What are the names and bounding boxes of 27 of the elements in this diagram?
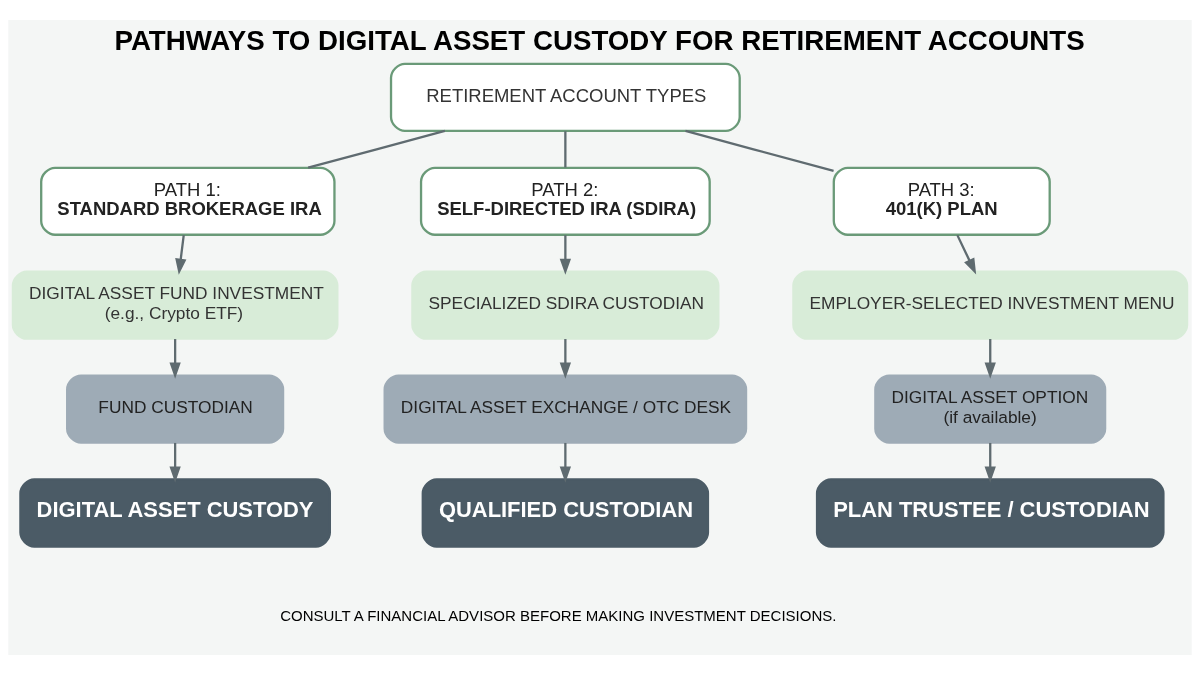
- node-box: DIGITAL ASSET EXCHANGE / OTC DESK: [383, 374, 748, 444]
- arrow: [175, 235, 187, 275]
- node-box: PATH 1: STANDARD BROKERAGE IRA: [40, 166, 336, 236]
- arrow: [559, 442, 572, 483]
- node-box: QUALIFIED CUSTODIAN: [421, 478, 710, 548]
- node-box: DIGITAL ASSET OPTION (if available): [874, 374, 1107, 444]
- node-box: RETIREMENT ACCOUNT TYPES: [389, 62, 741, 132]
- node-box: PATH 2: SELF-DIRECTED IRA (SDIRA): [419, 166, 711, 236]
- arrow: [169, 339, 181, 379]
- arrow: [956, 234, 977, 275]
- arrow: [559, 339, 572, 379]
- arrow: [169, 442, 181, 483]
- node-box: FUND CUSTODIAN: [66, 374, 285, 444]
- connector: [685, 129, 834, 173]
- node-box: EMPLOYER-SELECTED INVESTMENT MENU: [792, 270, 1189, 340]
- node-box: SPECIALIZED SDIRA CUSTODIAN: [411, 270, 720, 340]
- arrow: [984, 442, 996, 483]
- connector: [307, 129, 446, 169]
- connector: [564, 131, 567, 168]
- arrow: [559, 235, 572, 275]
- node-box: PLAN TRUSTEE / CUSTODIAN: [815, 478, 1165, 548]
- caption: CONSULT A FINANCIAL ADVISOR BEFORE MAKING INVESTMENT DECISIONS.: [280, 606, 837, 624]
- arrow: [984, 339, 996, 379]
- node-box: PATH 3: 401(K) PLAN: [832, 166, 1051, 236]
- node-box: DIGITAL ASSET FUND INVESTMENT (e.g., Crypto ETF): [11, 270, 339, 340]
- diagram-title: PATHWAYS TO DIGITAL ASSET CUSTODY FOR RETIREMENT ACCOUNTS: [114, 25, 1085, 57]
- node-box: DIGITAL ASSET CUSTODY: [19, 478, 331, 548]
